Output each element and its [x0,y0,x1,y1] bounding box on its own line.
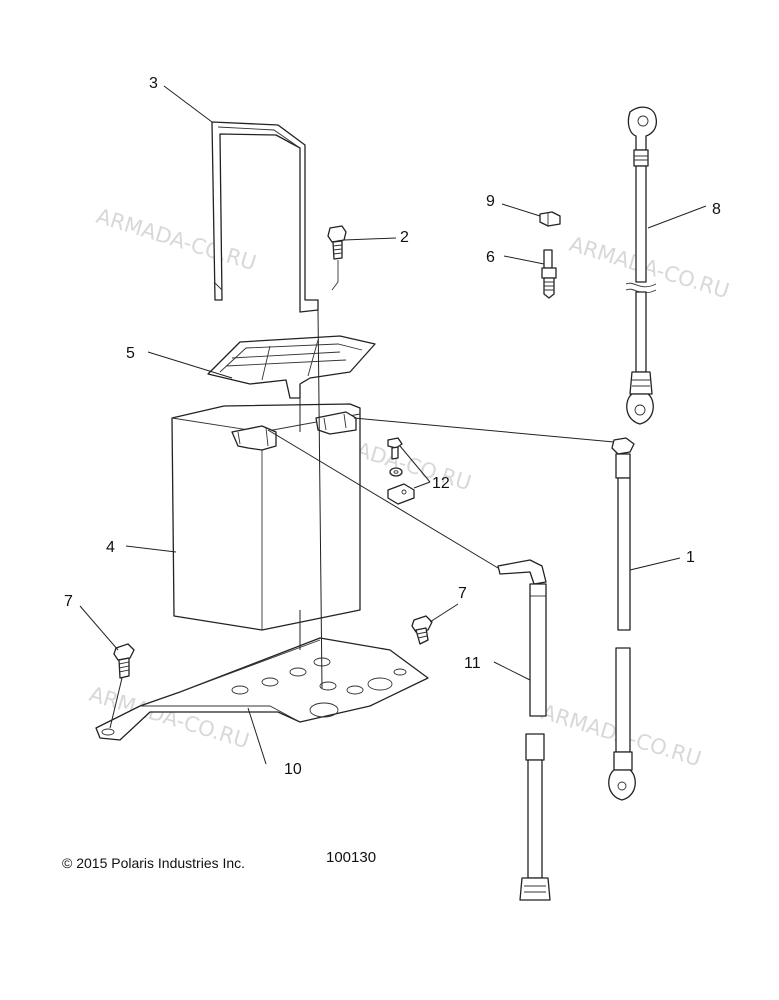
callout-2[interactable]: 2 [400,229,409,246]
copyright-text: © 2015 Polaris Industries Inc. [62,855,245,871]
part-11-cable[interactable] [497,559,551,901]
callout-11[interactable]: 11 [464,655,481,672]
diagram-code: 100130 [326,849,376,866]
callout-4[interactable]: 4 [106,539,115,556]
part-7-bolt-left[interactable] [113,643,135,679]
part-6-stud[interactable] [541,249,557,299]
callout-7-left[interactable]: 7 [64,593,73,610]
callout-leaders [79,85,707,765]
part-12-hardware[interactable] [387,437,415,505]
callout-3[interactable]: 3 [149,75,158,92]
part-1-positive-cable[interactable] [608,437,636,801]
part-7-bolt-right[interactable] [411,615,433,645]
callout-12[interactable]: 12 [432,475,450,492]
callout-1[interactable]: 1 [686,549,695,566]
part-2-bolt[interactable] [327,225,347,291]
assembly-lines [109,309,615,729]
callout-labels: 3 2 5 4 7 7 10 11 1 8 9 6 12 [64,75,721,778]
part-9-nut[interactable] [539,211,561,227]
part-5-battery-pad[interactable] [207,335,376,399]
callout-10[interactable]: 10 [284,761,302,778]
part-3-holddown-bracket[interactable] [211,121,319,313]
callout-6[interactable]: 6 [486,249,495,266]
part-10-battery-tray[interactable] [95,637,429,741]
callout-9[interactable]: 9 [486,193,495,210]
callout-8[interactable]: 8 [712,201,721,218]
part-8-ground-cable[interactable] [625,106,658,425]
watermark-1: ARMADA-CO.RU [94,204,259,275]
callout-5[interactable]: 5 [126,345,135,362]
part-4-battery[interactable] [171,403,361,631]
callout-7-right[interactable]: 7 [458,585,467,602]
